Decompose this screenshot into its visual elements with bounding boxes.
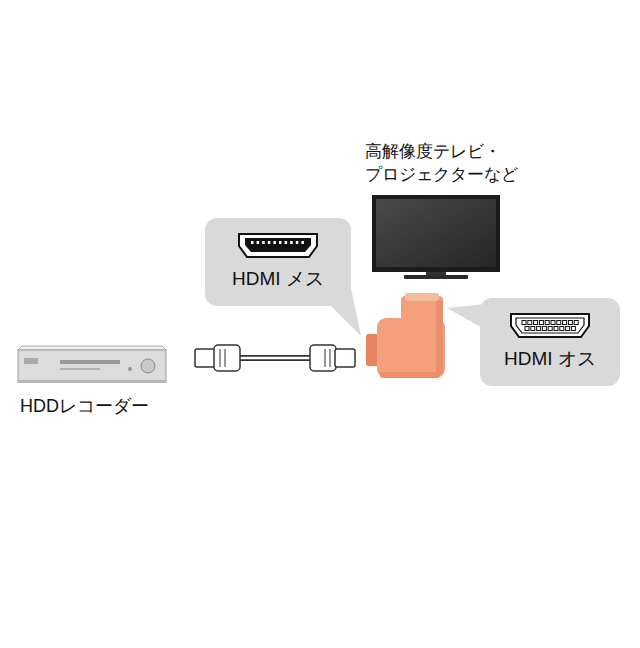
hdd-recorder	[18, 346, 166, 383]
speech-bubble: HDMI オス	[480, 298, 620, 386]
hdmi-cable	[195, 345, 355, 371]
tv	[372, 195, 500, 279]
hdmi-adapter	[366, 293, 445, 378]
speech-bubble: HDMI メス	[205, 218, 351, 306]
bubble-label: HDMI オス	[504, 346, 596, 372]
bubble-label: HDMI メス	[232, 266, 324, 292]
hdmi-port-icon	[509, 312, 591, 340]
hdmi-port-icon	[237, 232, 319, 260]
source-label: HDDレコーダー	[20, 394, 149, 418]
device-label: 高解像度テレビ・ プロジェクターなど	[365, 141, 527, 187]
